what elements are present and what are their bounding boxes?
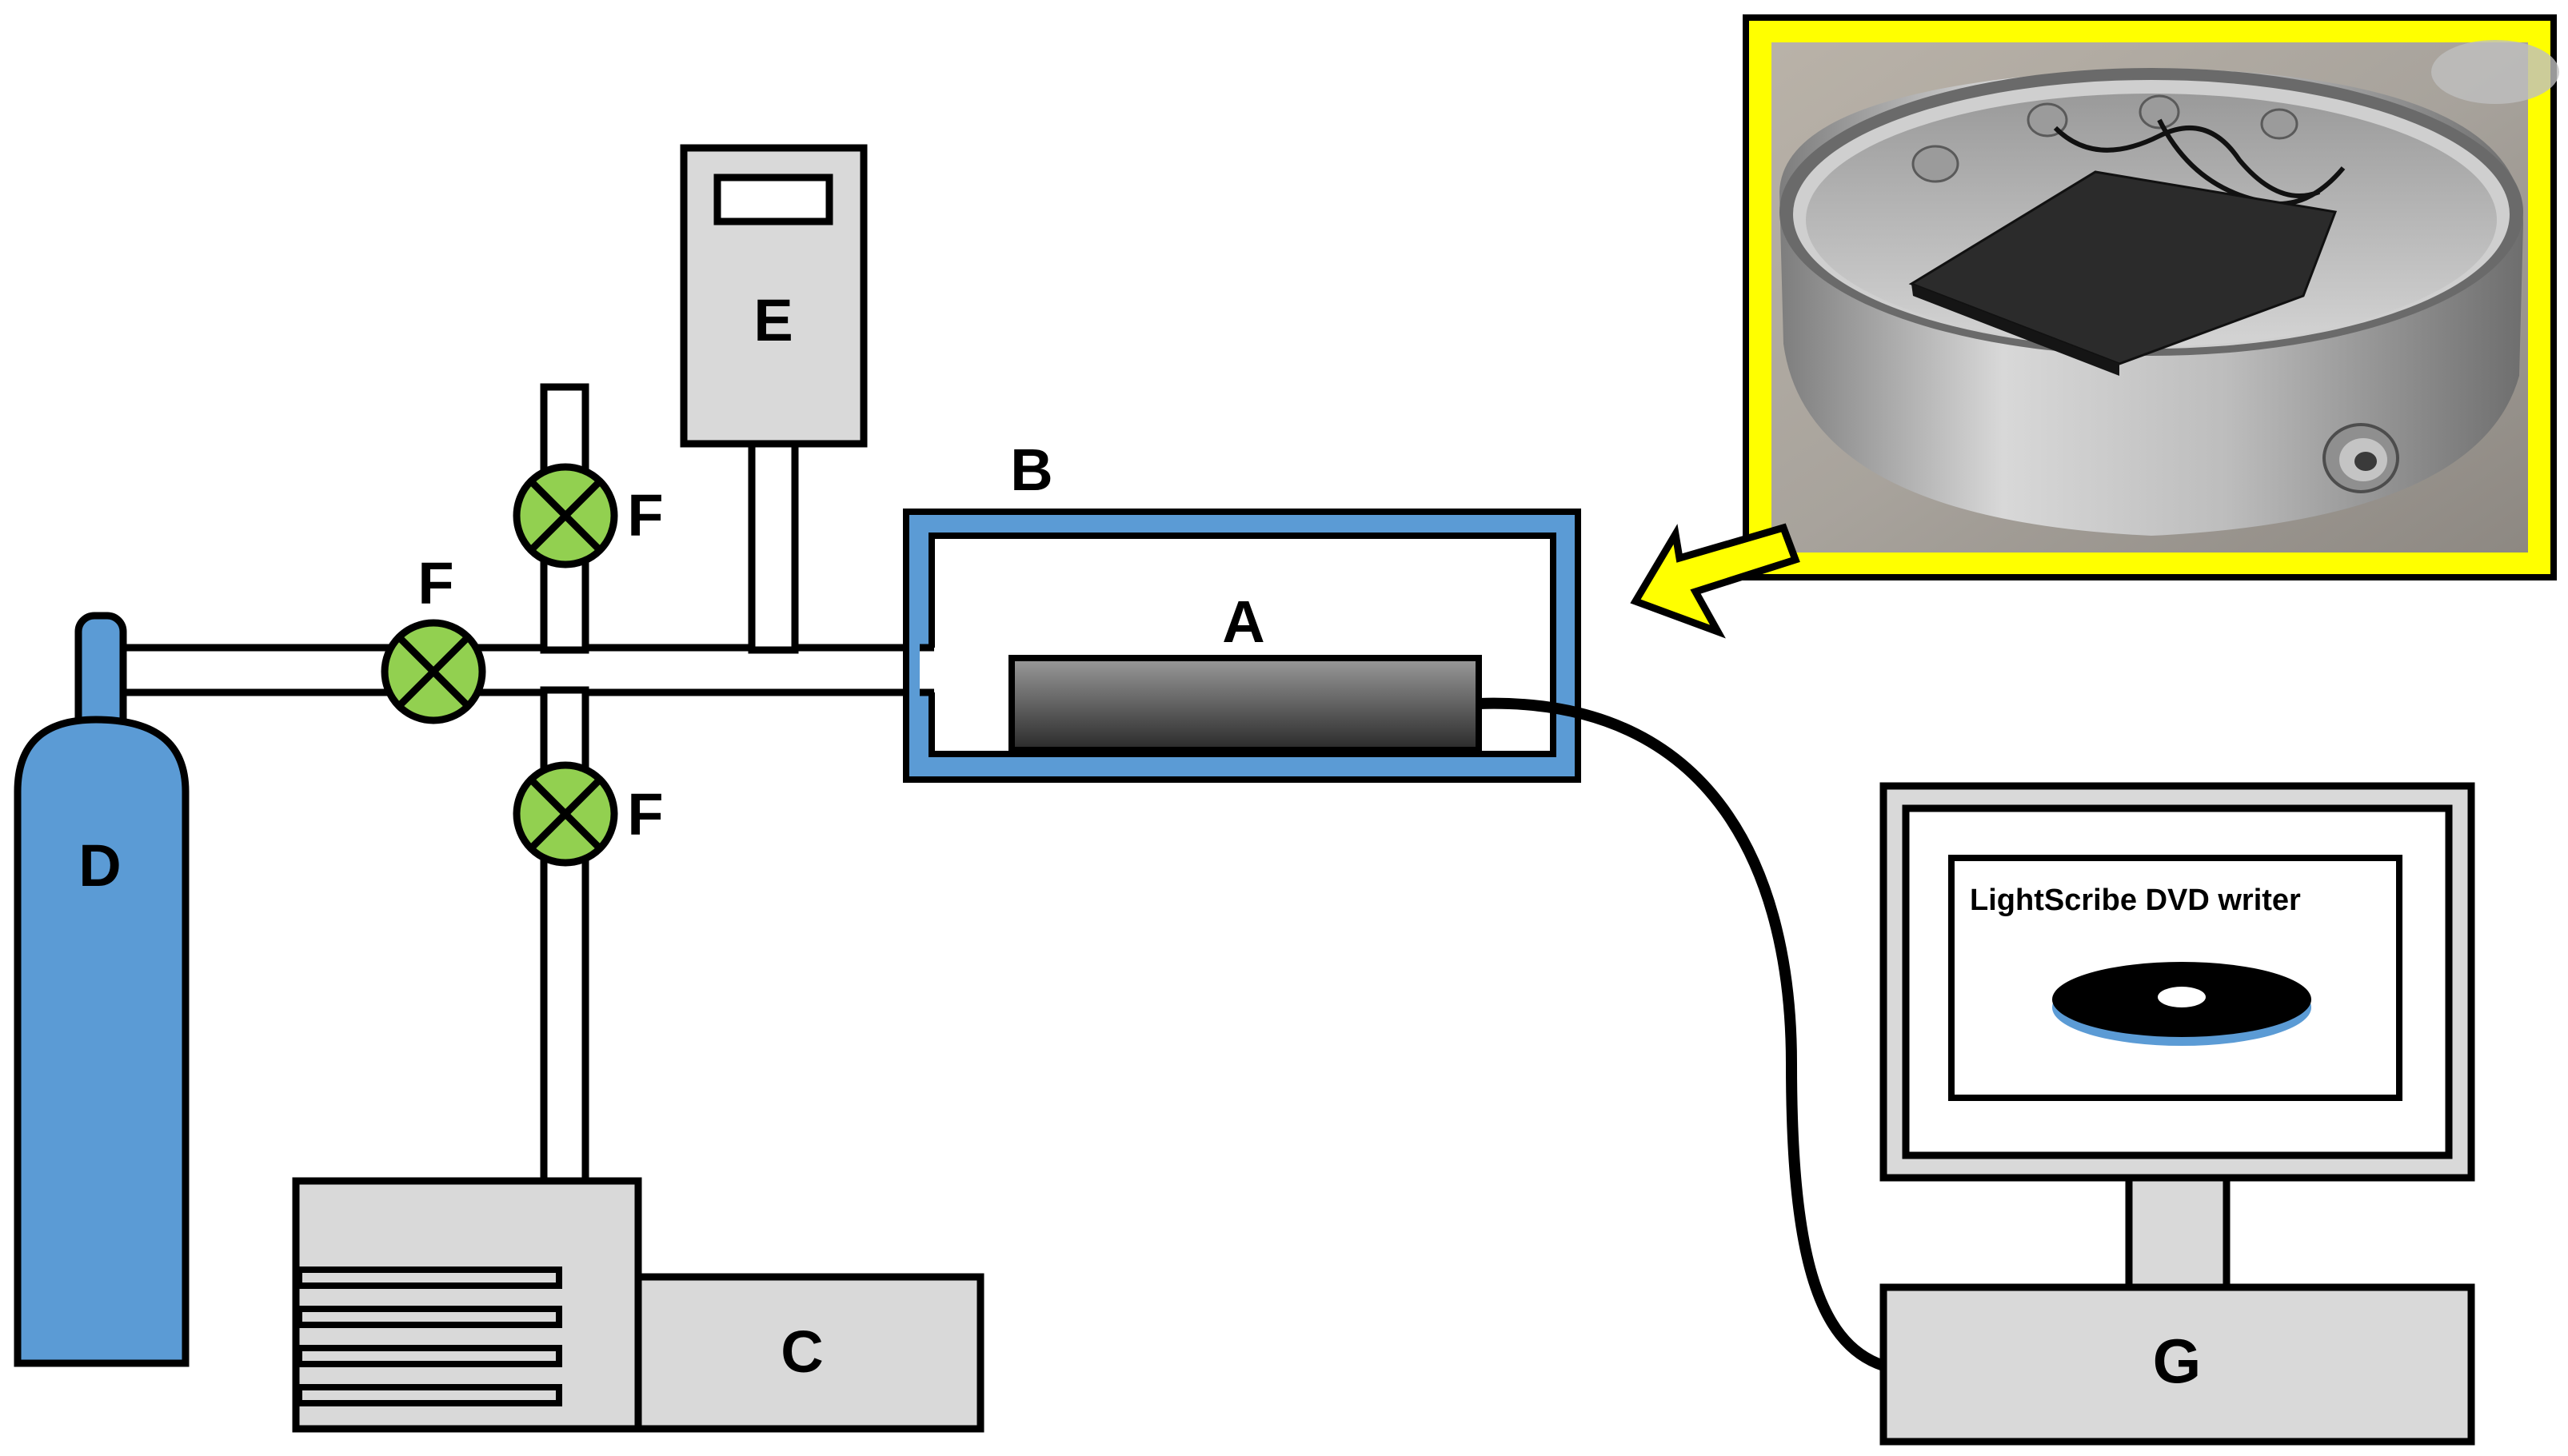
label-a: A — [1222, 588, 1264, 655]
pressure-gauge: E — [680, 144, 868, 448]
label-f-main: F — [417, 550, 453, 616]
gauge-display — [713, 174, 833, 225]
label-f-upper: F — [627, 482, 663, 548]
main-pipe — [116, 644, 928, 696]
monitor-stand — [2125, 1174, 2231, 1294]
chamber-inlet — [920, 648, 937, 692]
sample-device: A — [1008, 588, 1482, 753]
pump-vent-1 — [296, 1267, 562, 1289]
valve-main-line — [381, 619, 486, 724]
gas-cylinder: D — [14, 716, 190, 1367]
screen-title: LightScribe DVD writer — [1970, 884, 2301, 917]
photo-feedthroughs — [1911, 94, 2298, 183]
gauge-pipe — [748, 440, 799, 654]
label-c: C — [781, 1318, 823, 1385]
valve-lower — [513, 761, 618, 867]
computer-base — [1879, 1283, 2475, 1446]
computer: LightScribe DVD writer G — [1879, 782, 2475, 1446]
vacuum-pump: C — [292, 1177, 984, 1433]
label-f-lower: F — [627, 781, 663, 848]
label-g: G — [2153, 1326, 2202, 1396]
data-cable — [1478, 697, 1886, 1371]
valve-upper — [513, 463, 618, 568]
pump-vent-3 — [296, 1345, 562, 1367]
photo-side-port — [2322, 423, 2399, 493]
dvd-disc-icon — [2052, 962, 2311, 1046]
photo-sample-plate — [1908, 170, 2338, 365]
chamber-photo-inset — [1743, 14, 2559, 580]
callout-arrow — [1630, 523, 1800, 639]
label-d: D — [78, 832, 121, 899]
label-e: E — [753, 287, 793, 353]
pipe-network — [74, 383, 928, 1187]
pump-vent-4 — [296, 1384, 562, 1406]
label-b: B — [1010, 437, 1052, 503]
pump-vent-2 — [296, 1306, 562, 1328]
